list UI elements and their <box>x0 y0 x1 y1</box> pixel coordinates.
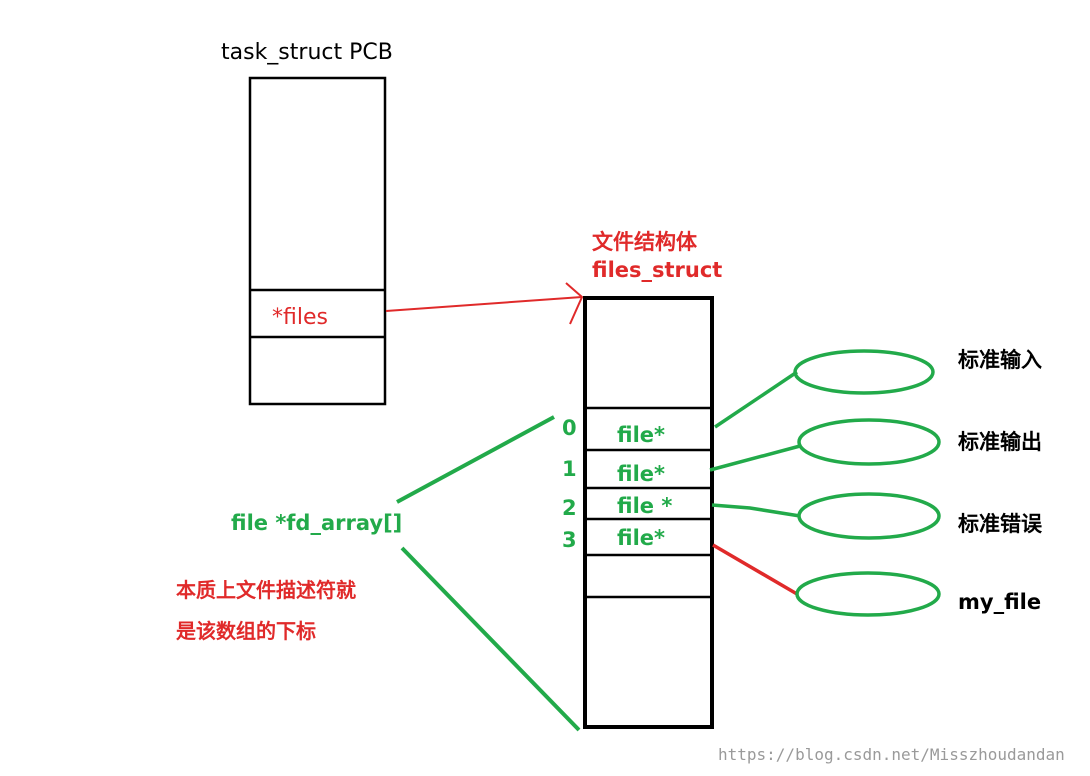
target-label-stdin: 标准输入 <box>958 348 1042 372</box>
file-pointer-slot: file* <box>617 526 665 550</box>
pcb-box <box>248 76 387 406</box>
files-struct-box <box>583 296 714 729</box>
fd-index: 3 <box>562 528 577 552</box>
fd-index: 2 <box>562 496 577 520</box>
fd-index: 1 <box>562 457 577 481</box>
file-pointer-slot: file * <box>617 494 673 518</box>
files-struct-title-en: files_struct <box>592 258 723 282</box>
file-object-stdin <box>793 349 935 395</box>
fd-array-note-line2: 是该数组的下标 <box>176 619 316 643</box>
target-label-my-file: my_file <box>958 590 1042 614</box>
pcb-files-field: *files <box>272 305 328 330</box>
connector-stdin <box>714 370 798 429</box>
fd-array-label: file *fd_array[] <box>231 511 403 535</box>
connector-stderr <box>711 503 801 518</box>
pcb-title: task_struct PCB <box>221 40 393 65</box>
target-label-stdout: 标准输出 <box>958 430 1042 454</box>
file-object-stderr <box>797 492 941 540</box>
watermark: https://blog.csdn.net/Misszhoudandan <box>718 745 1065 764</box>
file-pointer-slot: file* <box>617 423 665 447</box>
files-pointer-arrow <box>385 282 584 325</box>
fd-array-note-line1: 本质上文件描述符就 <box>176 578 356 602</box>
file-object-my-file <box>795 571 941 617</box>
file-object-stdout <box>797 418 941 466</box>
target-label-stderr: 标准错误 <box>958 512 1042 536</box>
fd-array-bracket <box>396 415 581 732</box>
files-struct-title-cn: 文件结构体 <box>592 230 697 254</box>
connector-my-file <box>712 543 798 596</box>
connector-stdout <box>709 444 801 472</box>
file-pointer-slot: file* <box>617 462 665 486</box>
fd-index: 0 <box>562 416 577 440</box>
